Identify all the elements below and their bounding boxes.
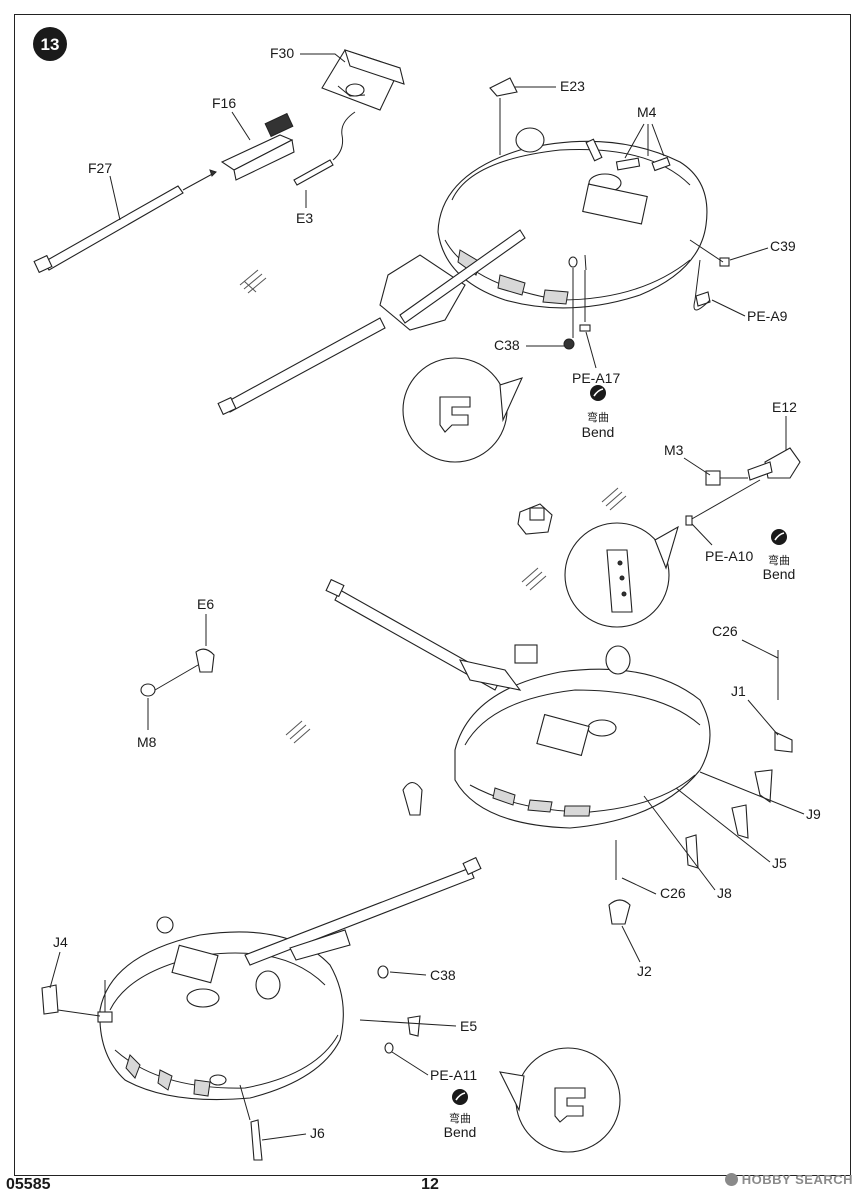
page-border [14,14,851,1176]
bend-en-2: Bend [763,566,796,582]
label-pe-a10: PE-A10 [705,548,753,564]
watermark-text: HOBBY SEARCH [741,1172,853,1187]
label-f30: F30 [270,45,294,61]
bend-detail-bubble-2 [564,522,679,628]
bend-cn-3: 弯曲 [449,1111,471,1125]
turret-middle [140,578,793,925]
label-j5: J5 [772,855,787,871]
label-m4: M4 [637,104,657,120]
label-e12: E12 [772,399,797,415]
label-e6: E6 [197,596,214,612]
turret-top [217,77,730,416]
bracket-part [517,503,553,535]
bend-icon-2 [771,529,787,545]
bend-detail-bubble-3 [499,1047,621,1153]
label-j9: J9 [806,806,821,822]
label-c38-top: C38 [494,337,520,353]
label-j2: J2 [637,963,652,979]
label-j8: J8 [717,885,732,901]
direction-hatch-marks [239,269,627,744]
watermark-logo-icon [724,1173,738,1186]
bend-cn-2: 弯曲 [768,553,790,567]
bend-icon-3 [452,1089,468,1105]
label-pe-a9: PE-A9 [747,308,788,324]
e12-m3-subassembly [685,447,801,526]
turret-bottom [41,856,482,1161]
step-number: 13 [41,35,60,54]
label-e23: E23 [560,78,585,94]
bend-detail-bubble-1 [402,357,524,463]
page-number: 12 [421,1176,439,1193]
label-j1: J1 [731,683,746,699]
bend-icon-1 [590,385,606,401]
watermark: HOBBY SEARCH [724,1172,853,1187]
label-m8: M8 [137,734,157,750]
label-m3: M3 [664,442,684,458]
label-j4: J4 [53,934,68,950]
label-e5: E5 [460,1018,477,1034]
step-badge: 13 [33,27,67,61]
label-c39: C39 [770,238,796,254]
bend-cn-1: 弯曲 [587,410,609,424]
label-f16: F16 [212,95,236,111]
label-j6: J6 [310,1125,325,1141]
label-pe-a17: PE-A17 [572,370,620,386]
label-c38-bottom: C38 [430,967,456,983]
label-f27: F27 [88,160,112,176]
label-pe-a11: PE-A11 [430,1067,477,1083]
bend-en-1: Bend [582,424,615,440]
bend-en-3: Bend [444,1124,477,1140]
label-c26-mid: C26 [660,885,686,901]
label-e3: E3 [296,210,313,226]
product-code: 05585 [6,1176,51,1193]
label-c26-top: C26 [712,623,738,639]
barrel-subassembly-exploded [33,49,405,274]
part-labels: F30 F16 F27 E3 E23 M4 C39 PE-A9 C38 PE-A… [49,45,821,1141]
